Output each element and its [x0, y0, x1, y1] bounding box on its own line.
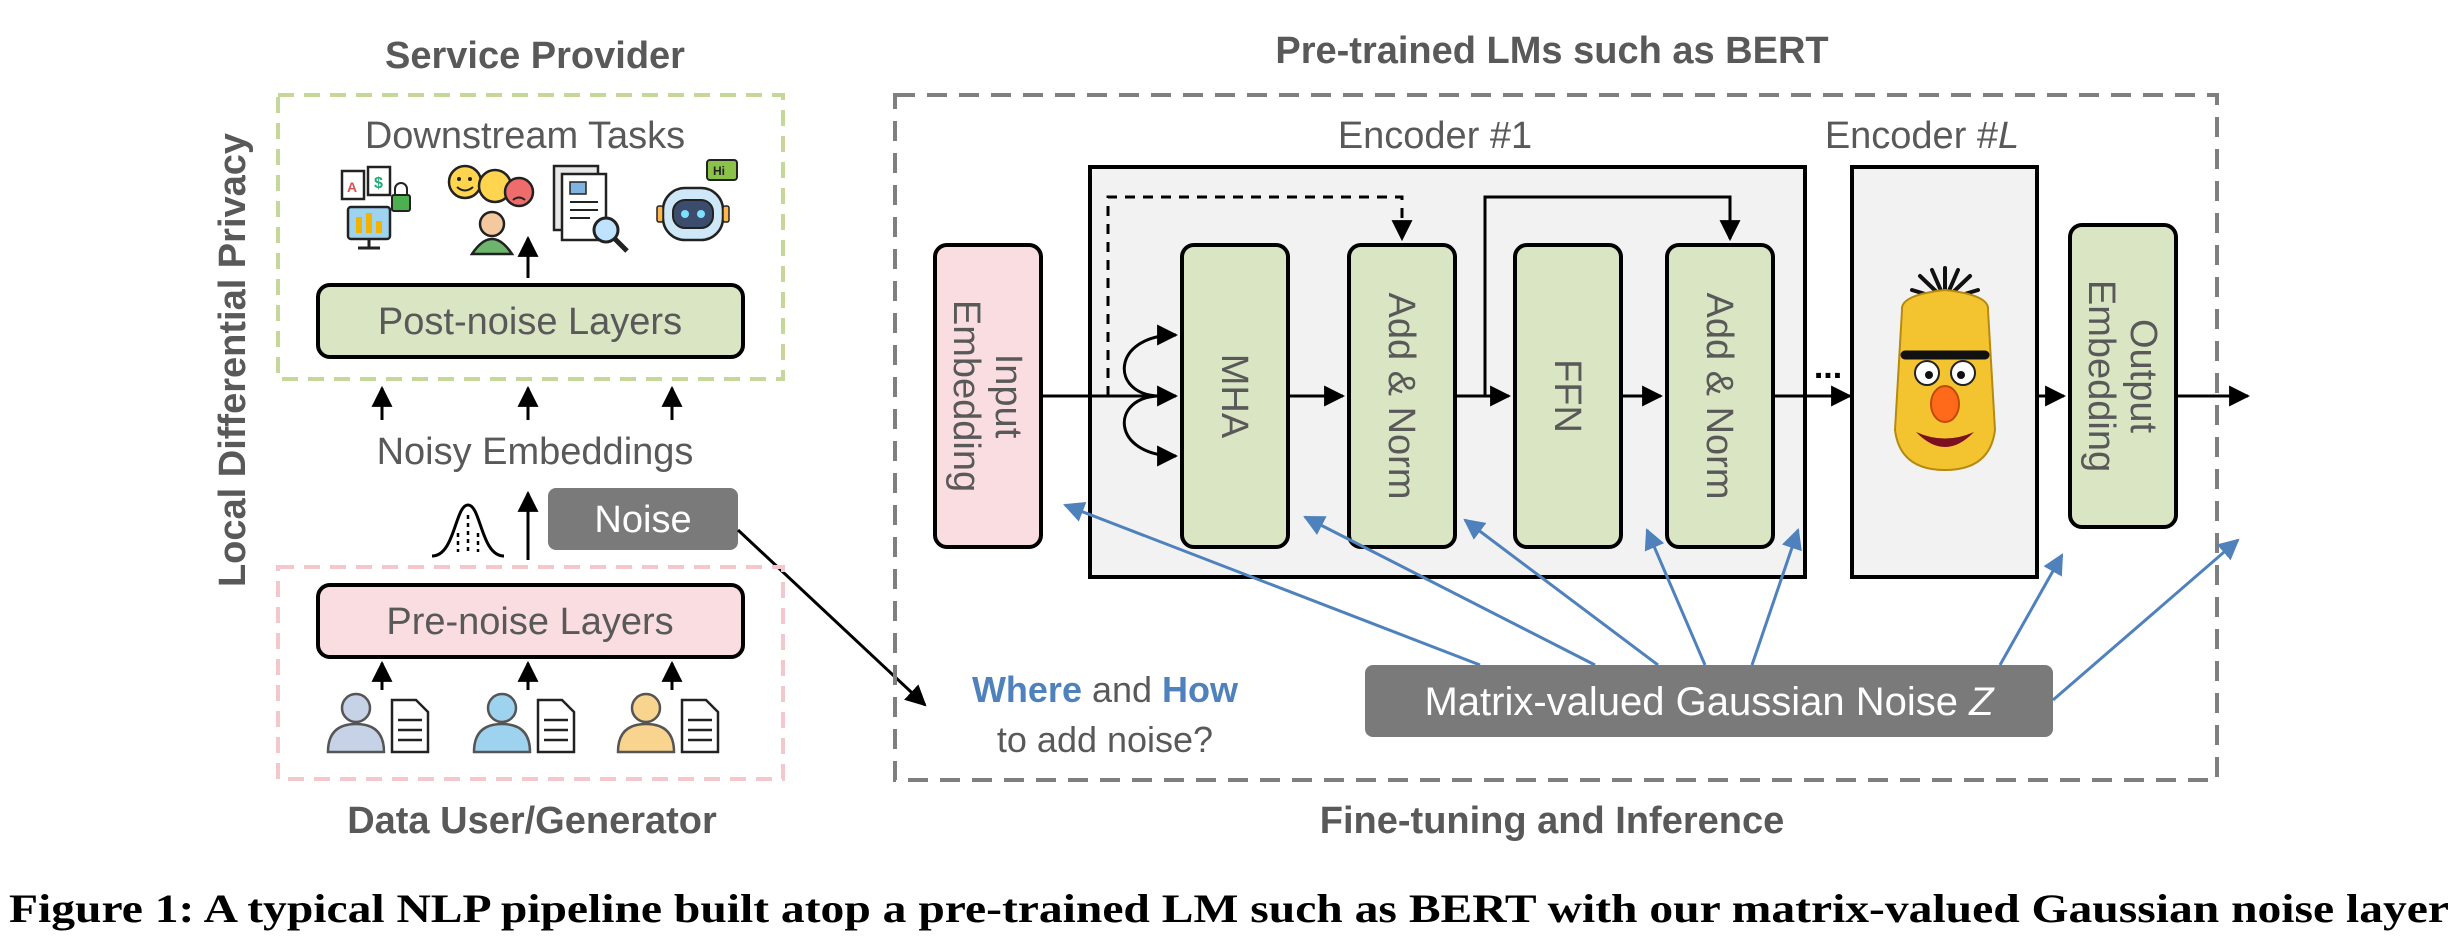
output-embedding-label-1: Output	[2122, 319, 2164, 434]
figure-caption: Figure 1: A typical NLP pipeline built a…	[9, 886, 2449, 931]
add-norm-label-2: Add & Norm	[1698, 293, 1740, 500]
service-provider-box	[276, 93, 785, 381]
ellipsis: ...	[1814, 348, 1842, 386]
mha-label: MHA	[1213, 354, 1255, 439]
user-document-icon	[472, 692, 576, 754]
document-search-icon	[552, 164, 629, 253]
residual-dashed	[1106, 195, 1413, 396]
user-document-icon	[616, 692, 720, 754]
matrix-noise-box	[1365, 665, 2053, 737]
input-embedding-label-1: Input	[987, 354, 1029, 439]
ldp-side-label: Local Differential Privacy	[212, 133, 254, 587]
fine-tuning-title: Fine-tuning and Inference	[1320, 800, 1784, 842]
noise-label: Noise	[594, 499, 691, 541]
blue-arrow-addnorm2	[1750, 528, 1802, 666]
blue-arrow-output	[2052, 538, 2240, 702]
mha-split-lower	[1123, 394, 1179, 467]
output-embedding-label-2: Embedding	[2080, 280, 2122, 472]
downstream-tasks-title: Downstream Tasks	[365, 115, 685, 157]
svg-text:A: A	[347, 179, 357, 195]
mha-split-upper	[1123, 324, 1179, 398]
add-norm-label-1: Add & Norm	[1380, 293, 1422, 500]
gaussian-curve-icon	[431, 503, 505, 558]
input-embedding-label-2: Embedding	[945, 300, 987, 492]
where-how-question: Where and How	[972, 669, 1239, 710]
where-how-question-line2: to add noise?	[997, 719, 1213, 760]
user-document-icon	[326, 692, 430, 754]
post-noise-layers-label: Post-noise Layers	[378, 301, 682, 343]
pre-noise-layers-box	[316, 583, 745, 659]
encoder1-label: Encoder #1	[1338, 115, 1532, 157]
blue-arrow-addnorm1	[1463, 518, 1659, 667]
blue-arrow-encoderL	[1998, 553, 2064, 666]
bert-muppet-image	[1893, 266, 1997, 472]
pretrained-lms-title: Pre-trained LMs such as BERT	[1275, 30, 1828, 72]
finance-dashboard-icon: A $	[340, 165, 411, 250]
emotions-person-icon	[447, 164, 535, 256]
post-noise-layers-box	[316, 283, 745, 359]
ffn-label: FFN	[1546, 359, 1588, 433]
data-user-box	[276, 565, 785, 781]
blue-arrow-mha	[1303, 515, 1596, 667]
pretrained-lm-box	[893, 93, 2219, 782]
residual-solid	[1483, 195, 1741, 396]
pre-noise-layers-label: Pre-noise Layers	[386, 601, 673, 643]
blue-arrow-input	[1063, 502, 1481, 667]
svg-text:Hi: Hi	[713, 164, 725, 178]
output-embedding-box	[2068, 223, 2178, 529]
noisy-embeddings-label: Noisy Embeddings	[377, 431, 694, 473]
matrix-noise-label: Matrix-valued Gaussian Noise Z	[1424, 680, 1995, 724]
service-provider-title: Service Provider	[385, 35, 685, 77]
noise-box	[548, 488, 738, 550]
data-user-title: Data User/Generator	[347, 800, 717, 842]
blue-arrow-ffn	[1644, 528, 1707, 666]
svg-text:$: $	[374, 175, 383, 192]
chatbot-icon: Hi	[656, 159, 738, 242]
encoderL-label: Encoder #L	[1825, 115, 2019, 157]
